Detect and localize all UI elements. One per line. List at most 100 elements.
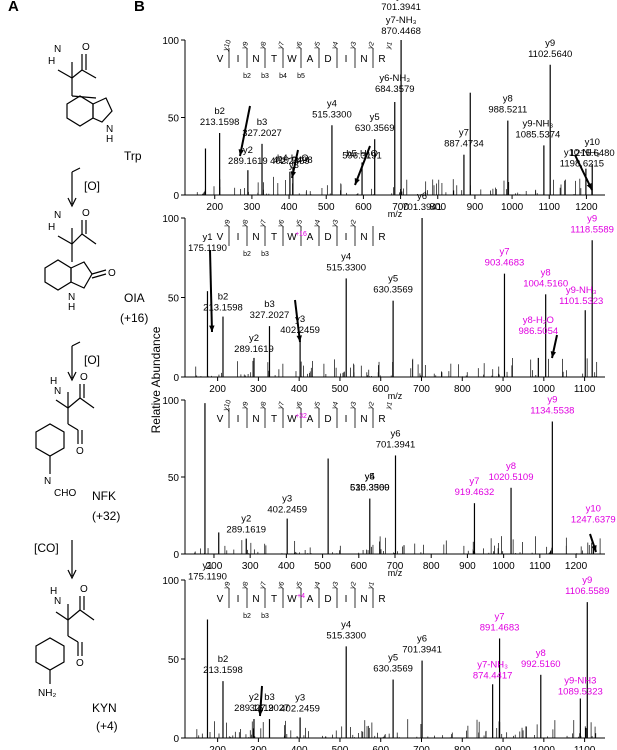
ion-label: y4 bbox=[327, 98, 337, 109]
oia-atom-n: N bbox=[54, 210, 61, 221]
reaction-arrow-3 bbox=[67, 540, 77, 580]
ion-label: 891.4683 bbox=[480, 622, 520, 633]
ion-label: y7-NH₃ bbox=[386, 15, 417, 26]
oia-ring-h: H bbox=[68, 302, 75, 313]
ion-label: y5 bbox=[388, 653, 398, 664]
ion-label: 870.4468 bbox=[381, 26, 421, 37]
sequence-residue: D bbox=[324, 232, 331, 243]
ion-label: 701.3941 bbox=[376, 439, 416, 450]
ion-label: y6 bbox=[396, 0, 406, 2]
nfk-structure bbox=[35, 384, 95, 474]
x-tick-label: 1100 bbox=[574, 745, 596, 750]
sequence-residue: R bbox=[378, 232, 385, 243]
x-tick-label: 1000 bbox=[533, 745, 556, 750]
sequence-residue: N bbox=[360, 232, 367, 243]
y-ion-marker: y7 bbox=[259, 219, 268, 228]
y-tick-label: 0 bbox=[173, 734, 179, 745]
trp-ring-nh: N bbox=[106, 124, 113, 135]
y-tick-label: 100 bbox=[162, 36, 179, 47]
ion-label: 289.1619 bbox=[226, 525, 266, 536]
y-ion-marker: y10 bbox=[222, 39, 232, 52]
ion-label: 402.2459 bbox=[267, 505, 307, 516]
y-tick-label: 0 bbox=[173, 373, 179, 384]
sequence-residue: N bbox=[360, 594, 367, 605]
y-ion-marker: y6 bbox=[295, 41, 304, 50]
modification-label: +4 bbox=[297, 593, 305, 600]
nfk-mod: (+32) bbox=[92, 509, 120, 523]
y-ion-marker: y9 bbox=[223, 219, 232, 228]
sequence-residue: D bbox=[324, 594, 331, 605]
sequence-residue: N bbox=[360, 414, 367, 425]
y-ion-marker: y1 bbox=[385, 401, 394, 410]
spectrum-4: 05010020030040050060070080090010001100m/… bbox=[162, 561, 609, 750]
ion-label: 684.3579 bbox=[375, 84, 415, 95]
y-tick-label: 0 bbox=[173, 191, 179, 202]
trp-atom-n: N bbox=[54, 44, 61, 55]
kyn-mod: (+4) bbox=[96, 719, 118, 733]
oia-ring-n: N bbox=[68, 292, 75, 303]
x-tick-label: 300 bbox=[242, 561, 259, 572]
ion-label: 903.4683 bbox=[485, 258, 525, 269]
x-tick-label: 600 bbox=[372, 745, 389, 750]
x-tick-label: 700 bbox=[387, 561, 404, 572]
ion-label: b2 bbox=[218, 292, 229, 303]
ion-label: y8 bbox=[536, 648, 546, 659]
nfk-keto-o: O bbox=[76, 446, 84, 457]
sequence-residue: I bbox=[237, 414, 240, 425]
ion-label: 327.2027 bbox=[250, 310, 290, 321]
ion-label: 986.5054 bbox=[519, 326, 559, 337]
y-ion-marker: y4 bbox=[331, 401, 340, 410]
y-ion-marker: y7 bbox=[277, 401, 286, 410]
y-ion-marker: y4 bbox=[313, 219, 322, 228]
b-ion-marker: b4 bbox=[279, 73, 287, 80]
sequence-residue: V bbox=[217, 594, 224, 605]
x-tick-label: 900 bbox=[459, 561, 476, 572]
b-ion-marker: b2 bbox=[243, 613, 251, 620]
x-tick-label: 500 bbox=[332, 745, 349, 750]
y-ion-marker: y7 bbox=[277, 41, 286, 50]
sequence-residue: I bbox=[237, 594, 240, 605]
y-ion-marker: y10 bbox=[222, 399, 232, 412]
x-tick-label: 600 bbox=[350, 561, 367, 572]
y-ion-marker: y9 bbox=[241, 401, 250, 410]
ion-label: 701.3941 bbox=[381, 2, 421, 13]
ion-label: y8-H₂O bbox=[523, 315, 554, 326]
ion-label: y7 bbox=[495, 611, 505, 622]
ion-label: y2 bbox=[249, 333, 259, 344]
ion-label: b2 bbox=[214, 106, 225, 117]
kyn-structure bbox=[35, 596, 95, 684]
ion-label: y6 bbox=[417, 634, 427, 645]
ion-label: 1134.5538 bbox=[530, 406, 574, 417]
ion-label: y7 bbox=[469, 476, 479, 487]
y-tick-label: 100 bbox=[162, 396, 179, 407]
y-tick-label: 100 bbox=[162, 576, 179, 587]
reaction-arrow-1 bbox=[67, 172, 77, 208]
ion-label: 175.1190 bbox=[188, 572, 227, 583]
x-tick-label: 1000 bbox=[501, 202, 524, 213]
y-ion-marker: y8 bbox=[259, 41, 268, 50]
trp-structure bbox=[57, 54, 113, 127]
y-ion-marker: y3 bbox=[331, 219, 340, 228]
sequence-residue: N bbox=[360, 54, 367, 65]
annotation-arrow bbox=[239, 105, 251, 157]
x-axis-label: m/z bbox=[388, 209, 403, 219]
x-tick-label: 600 bbox=[355, 202, 372, 213]
sequence-residue: W bbox=[287, 414, 297, 425]
sequence-residue: T bbox=[271, 594, 277, 605]
panel-a-letter: A bbox=[8, 0, 19, 15]
y-ion-marker: y5 bbox=[313, 41, 322, 50]
ion-label: 327.2027 bbox=[250, 703, 290, 714]
x-tick-label: 800 bbox=[423, 561, 440, 572]
ion-label: y7-NH₃ bbox=[477, 659, 508, 670]
ion-label: 1085.5374 bbox=[515, 129, 560, 140]
ion-label: y5 bbox=[365, 472, 375, 483]
ion-label: y4 bbox=[341, 619, 351, 630]
y-ion-marker: y5 bbox=[295, 219, 304, 228]
x-tick-label: 1100 bbox=[538, 202, 560, 213]
ion-label: b4-H₂O bbox=[277, 153, 309, 164]
arrowhead bbox=[238, 149, 244, 156]
ion-label: b2 bbox=[218, 654, 229, 665]
x-tick-label: 300 bbox=[250, 745, 267, 750]
